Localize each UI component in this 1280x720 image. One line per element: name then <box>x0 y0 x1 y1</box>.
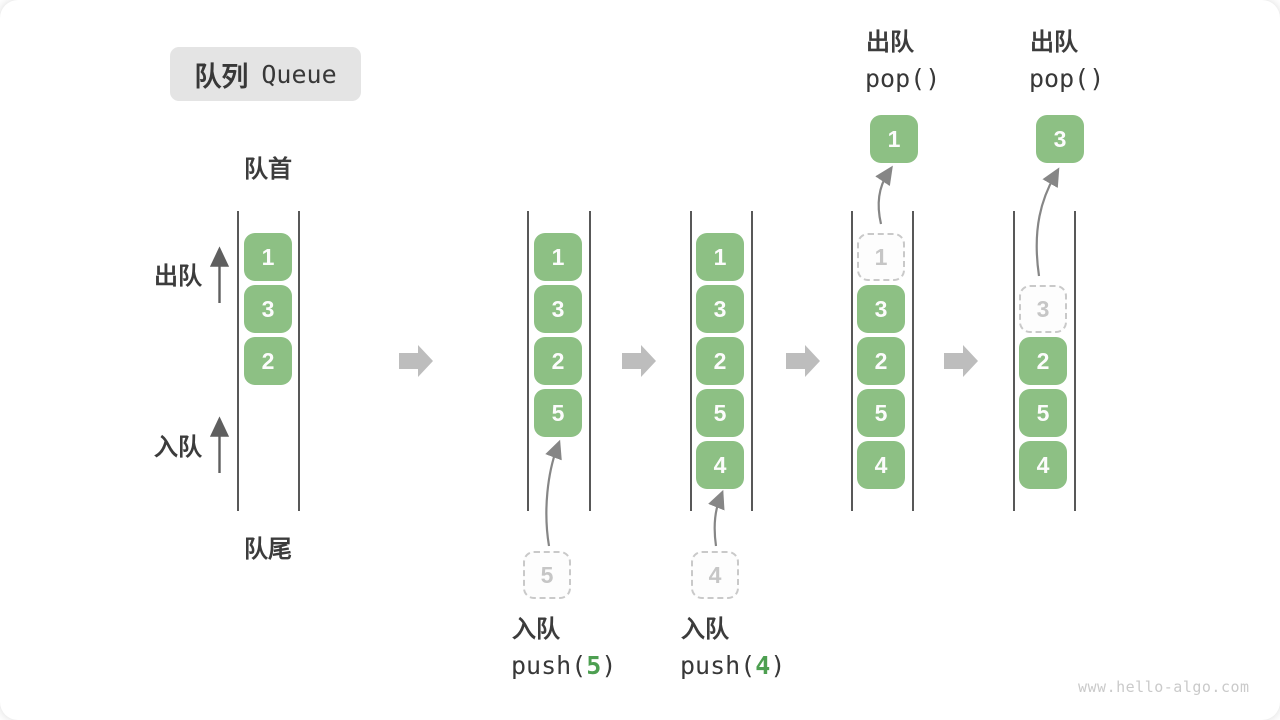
pending-cell: 4 <box>691 551 739 599</box>
flow-arrow-icon-3 <box>786 345 820 377</box>
title-badge: 队列 Queue <box>170 47 361 101</box>
pop2-code: pop() <box>1029 64 1105 93</box>
queue-cell: 5 <box>534 389 582 437</box>
queue-cell: 3 <box>534 285 582 333</box>
queue-rail <box>851 211 853 511</box>
queue-rail <box>298 211 300 511</box>
pop2-label: 出队 <box>1030 29 1078 56</box>
queue-cell: 1 <box>696 233 744 281</box>
queue-cell: 4 <box>696 441 744 489</box>
code-arg: 4 <box>755 651 771 680</box>
push4-label: 入队 <box>681 616 729 643</box>
code-pre: push( <box>680 651 756 680</box>
queue-cell: 4 <box>1019 441 1067 489</box>
queue-cell: 2 <box>244 337 292 385</box>
popped-cell: 3 <box>1036 115 1084 163</box>
queue-cell: 1 <box>534 233 582 281</box>
push5-arrow-icon <box>545 439 562 547</box>
pop2-arrow-icon <box>1035 167 1060 277</box>
queue-cell: 5 <box>1019 389 1067 437</box>
code-arg: 5 <box>586 651 602 680</box>
label-queue-rear: 队尾 <box>244 536 292 563</box>
queue-cell: 2 <box>534 337 582 385</box>
code-post: ) <box>601 651 617 680</box>
queue-rail <box>527 211 529 511</box>
queue-cell: 5 <box>857 389 905 437</box>
queue-cell: 3 <box>857 285 905 333</box>
queue-cell: 3 <box>244 285 292 333</box>
label-dequeue: 出队 <box>154 263 202 290</box>
queue-cell: 3 <box>696 285 744 333</box>
title-en: Queue <box>261 59 337 89</box>
label-queue-front: 队首 <box>244 156 292 183</box>
pop1-code: pop() <box>865 64 941 93</box>
flow-arrow-icon-4 <box>944 345 978 377</box>
queue-cell-removed: 1 <box>857 233 905 281</box>
push4-arrow-icon <box>708 489 725 547</box>
queue-rail <box>589 211 591 511</box>
queue-cell: 1 <box>244 233 292 281</box>
queue-rail <box>1013 211 1015 511</box>
queue-rail <box>690 211 692 511</box>
queue-rail <box>1074 211 1076 511</box>
push4-code: push(4) <box>680 653 785 678</box>
title-zh: 队列 <box>194 61 249 92</box>
queue-cell: 2 <box>857 337 905 385</box>
label-enqueue: 入队 <box>154 434 202 461</box>
queue-rail <box>751 211 753 511</box>
queue-cell-removed: 3 <box>1019 285 1067 333</box>
queue-rail <box>237 211 239 511</box>
pending-cell: 5 <box>523 551 571 599</box>
code-pre: push( <box>511 651 587 680</box>
watermark: www.hello-algo.com <box>1078 678 1250 696</box>
flow-arrow-icon-1 <box>399 345 433 377</box>
queue-cell: 4 <box>857 441 905 489</box>
popped-cell: 1 <box>870 115 918 163</box>
flow-arrow-icon-2 <box>622 345 656 377</box>
queue-cell: 5 <box>696 389 744 437</box>
queue-cell: 2 <box>1019 337 1067 385</box>
queue-cell: 2 <box>696 337 744 385</box>
push5-code: push(5) <box>511 653 616 678</box>
pop1-label: 出队 <box>866 29 914 56</box>
code-post: ) <box>770 651 786 680</box>
push5-label: 入队 <box>512 616 560 643</box>
queue-rail <box>912 211 914 511</box>
pop1-arrow-icon <box>875 165 893 225</box>
